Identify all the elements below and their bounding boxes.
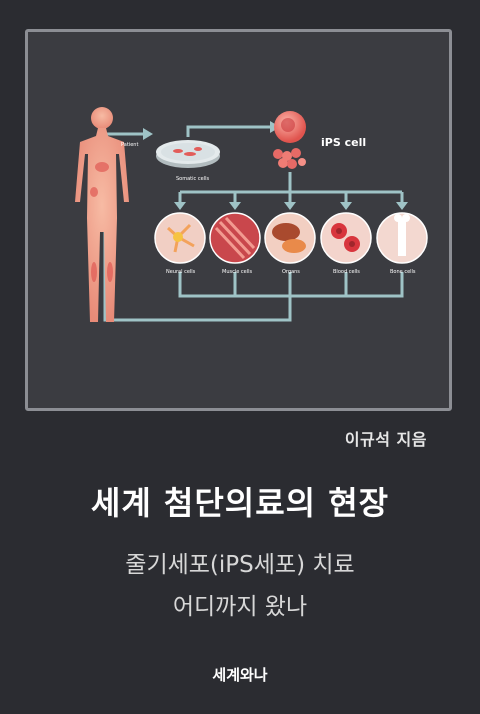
blood-cell-circle [320, 212, 372, 264]
petri-dish [156, 140, 220, 168]
author: 이규석 지음 [344, 430, 427, 449]
publisher: 세계와나 [212, 666, 268, 684]
subtitle-line-1: 줄기세포(iPS세포) 치료 [125, 552, 355, 578]
neural-cells-label: Neural cells [166, 269, 196, 275]
somatic-cells-label: Somatic cells [176, 176, 209, 182]
book-title: 세계 첨단의료의 현장 [90, 484, 390, 522]
cell-type-labels: Neural cells Muscle cells Organs Blood c… [166, 269, 416, 275]
organs-label: Organs [282, 269, 300, 275]
cover-illustration: Patient Somatic cells iPS cell [25, 29, 452, 411]
muscle-cells-label: Muscle cells [222, 269, 252, 275]
ips-diagram: Patient Somatic cells iPS cell [75, 107, 428, 322]
ips-cell-label: iPS cell [321, 136, 366, 149]
patient-label: Patient [121, 142, 138, 148]
bone-cells-label: Bone cells [390, 269, 416, 275]
organs-circle [264, 212, 316, 264]
neural-cell-circle [154, 212, 206, 264]
blood-cells-label: Blood cells [333, 269, 360, 275]
arrow-heads [99, 121, 408, 210]
bone-cell-circle [376, 212, 428, 264]
muscle-cell-circle [209, 212, 261, 264]
patient-figure [75, 107, 129, 322]
ips-cell [273, 111, 306, 169]
subtitle-line-2: 어디까지 왔나 [172, 594, 308, 620]
